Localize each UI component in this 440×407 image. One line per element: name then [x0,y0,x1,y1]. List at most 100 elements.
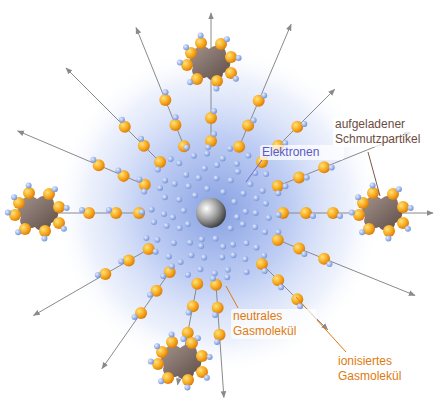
gas-molecule [53,201,65,213]
electron [210,276,216,282]
attached-electron [41,236,47,242]
electron [214,162,220,168]
attached-electron [158,378,164,384]
wire-electrode [196,198,226,228]
gas-molecule [353,209,365,221]
attached-electron [236,55,242,61]
rays [5,13,433,398]
electron [168,156,174,162]
ionized-molecule-label: ionisiertes Gasmolekül [336,354,426,384]
electron [181,208,187,214]
attached-electron [163,89,169,95]
gas-molecule [233,141,245,153]
electron [219,254,225,260]
attached-electron [251,117,257,123]
attached-electron [118,258,124,264]
attached-electron [329,165,335,171]
electron [234,161,240,167]
attached-electron [359,229,365,235]
electron [224,274,230,280]
electron [212,270,218,276]
attached-electron [90,157,96,163]
motion-arrow [136,28,185,149]
electron [164,223,170,229]
electron [183,172,189,178]
electron [228,225,234,231]
gas-molecule [205,112,217,124]
electron [252,224,258,230]
electrons [139,144,282,281]
electron [153,249,159,255]
attached-electron [148,359,154,365]
electron [220,156,226,162]
attached-electron [26,182,32,188]
electron [201,254,207,260]
dirt-particle [177,32,242,91]
attached-electron [115,167,121,173]
gas-molecule [211,75,223,87]
electron [231,199,237,205]
attached-electron [405,226,411,232]
attached-electron [310,213,316,219]
electrons-label: Elektronen [260,145,344,160]
electron [191,153,197,159]
electron [184,145,190,151]
gas-molecule [318,161,330,173]
attached-electron [370,182,376,188]
gas-molecule [397,201,409,213]
gas-molecule [152,358,164,370]
gas-molecule [99,268,111,280]
attached-electron [106,207,112,213]
electron [172,181,178,187]
particle-label: aufgeladener Schmutzpartikel [333,117,435,147]
gas-molecule [383,225,395,237]
attached-electron [154,343,160,349]
neutral-molecule-label: neutrales Gasmolekül [231,309,317,339]
electron [204,186,210,192]
attached-electron [211,108,217,114]
attached-electron [147,292,153,298]
gas-molecule [272,234,284,246]
electron [178,259,184,265]
electron [220,244,226,250]
leader-line [226,286,238,308]
electron [275,229,281,235]
electron [198,243,204,249]
electron [204,151,210,157]
gas-molecule [39,225,51,237]
attached-electron [282,183,288,189]
attached-electron [207,354,213,360]
gas-molecule [214,329,226,341]
attached-electron [195,335,201,341]
electron [185,221,191,227]
electron [247,181,253,187]
electron [230,252,236,258]
attached-electron [301,121,307,127]
attached-electron [169,331,175,337]
electron [205,144,211,150]
attached-electron [408,205,414,211]
gas-molecule [83,207,95,219]
electron [166,253,172,259]
electron [157,185,163,191]
attached-electron [187,79,193,85]
electron [243,209,249,215]
attached-electron [95,272,101,278]
gas-molecule [159,94,171,106]
attached-electron [173,114,179,120]
attached-electron [212,312,218,318]
electron [185,272,191,278]
attached-electron [177,60,183,66]
electron [155,167,161,173]
attached-electron [186,310,192,316]
attached-electron [349,210,355,216]
electron [154,237,160,243]
gas-molecule [138,140,150,152]
electron [260,188,266,194]
gas-molecule [225,51,237,63]
motion-arrow [18,131,147,186]
electron [245,153,251,159]
electron [199,236,205,242]
